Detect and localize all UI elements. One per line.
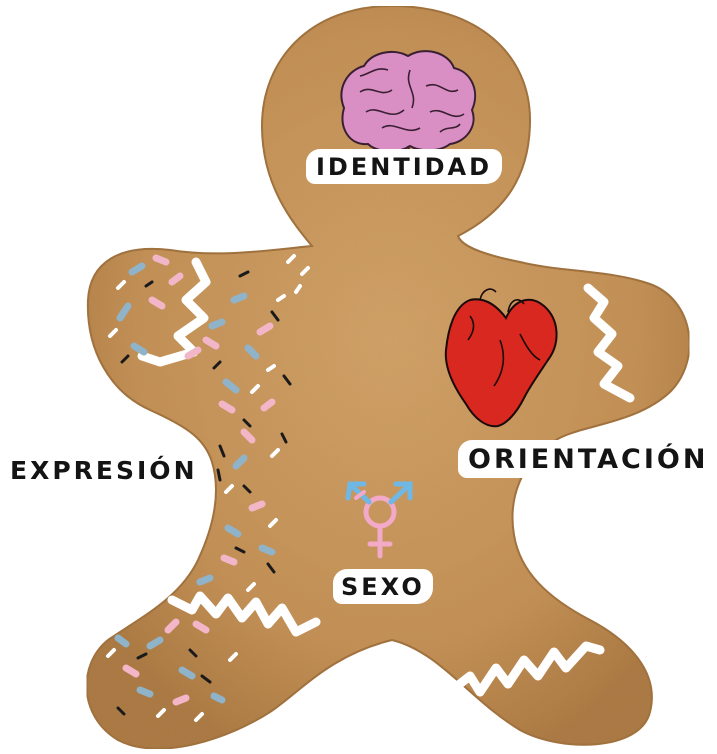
orientacion-label: ORIENTACIÓN (458, 440, 717, 478)
sexo-label: SEXO (333, 569, 433, 604)
identidad-label: IDENTIDAD (306, 149, 502, 184)
expresion-label: EXPRESIÓN (10, 458, 198, 483)
